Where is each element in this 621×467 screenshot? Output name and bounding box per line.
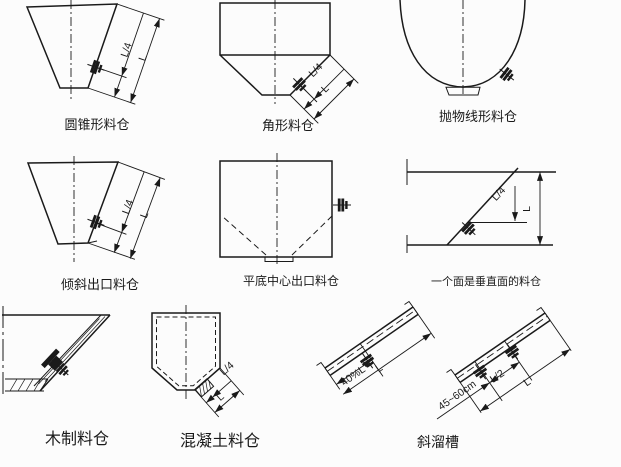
vertical-face-hopper-diagram: L/4 L 一个面是垂直面的料仓 — [406, 159, 556, 288]
dimension-line-L4-upper — [313, 68, 345, 100]
chute-caption: 斜溜槽 — [417, 434, 459, 450]
vibrator-icon — [495, 63, 519, 86]
dimension-line-L4-lower — [113, 232, 123, 253]
outlet-lip — [87, 240, 98, 244]
vibrator-icon — [332, 198, 352, 212]
inclined-outlet-hopper-diagram: L/4 L 倾斜出口料仓 — [26, 156, 166, 292]
angular-caption: 角形料仓 — [262, 118, 314, 133]
outlet-tray — [264, 257, 294, 262]
dimension-line-L4-upper — [121, 171, 145, 233]
chute-flanges — [446, 306, 546, 376]
dim-label-spacing: L/2 — [488, 367, 507, 385]
inclined-caption: 倾斜出口料仓 — [61, 277, 139, 292]
concrete-hopper-diagram: L/4 L 混凝土料仓 — [151, 305, 260, 450]
outlet — [445, 86, 481, 96]
vibrator-icon — [84, 212, 108, 233]
dimension-line-L4-lower — [303, 98, 315, 110]
dimension-line-L — [130, 18, 161, 103]
dim-label-length: L — [214, 391, 226, 404]
inclined-wall — [446, 167, 519, 246]
vibrator-cap — [62, 369, 69, 376]
chute-right: L/2 L 45~60cm — [436, 306, 572, 420]
dimension-line-L — [479, 348, 571, 412]
dim-label-length: L — [319, 82, 332, 95]
concrete-caption: 混凝土料仓 — [180, 432, 260, 450]
wall-thickness-inner-line — [156, 316, 216, 387]
bottom-wall-hatch — [9, 378, 42, 392]
vertical-face-caption: 一个面是垂直面的料仓 — [431, 274, 541, 288]
chute-end-caps — [324, 306, 419, 376]
mounting-plate — [41, 348, 60, 369]
cone-caption: 圆锥形料仓 — [64, 117, 129, 132]
vibrator-icon — [84, 57, 108, 77]
dim-label-quarter: L/4 — [119, 41, 135, 59]
dim-label-length: L — [138, 210, 151, 220]
cone-hopper-outline — [25, 3, 119, 89]
vibrator-bar — [55, 362, 66, 373]
flat-bottom-outline — [219, 160, 333, 258]
inclined-dimension-lines: L/4 L — [87, 161, 166, 260]
horizontal-walls — [407, 171, 556, 246]
dim-label-quarter: L/4 — [489, 184, 508, 203]
chute-left: 40%L L — [316, 300, 436, 395]
vibrator-with-bracket-icon — [41, 348, 69, 376]
dimension-line-L4-lower — [205, 394, 215, 404]
dim-label-quarter: L/4 — [306, 61, 325, 80]
dim-label-length: L — [521, 206, 533, 212]
angular-hopper-diagram: L/4 L 角形料仓 — [219, 0, 359, 133]
concrete-dimension-lines: L/4 L — [194, 359, 245, 418]
flat-bottom-caption: 平底中心出口料仓 — [243, 273, 339, 288]
dimension-line-L — [313, 78, 355, 120]
dim-label-quarter: L/4 — [120, 198, 136, 216]
inclined-wall-outer — [39, 314, 111, 392]
angular-dimension-lines: L/4 L — [289, 54, 359, 124]
inclined-chute-diagram: 40%L L L/2 L 45~60cm 斜溜槽 — [316, 300, 572, 450]
chute-inner-dashed — [457, 315, 548, 379]
dimension-line-L4-upper — [121, 12, 144, 77]
parabolic-hopper-diagram: 抛物线形料仓 — [399, 0, 526, 124]
vibrator-bar — [58, 365, 68, 376]
wooden-caption: 木制料仓 — [45, 430, 109, 448]
dim-label-length: L — [137, 53, 150, 63]
dimension-line-L — [342, 332, 432, 395]
dim-label-end-distance: 45~60cm — [436, 378, 479, 413]
dim-label-length: L — [373, 362, 385, 375]
dimension-line-L — [214, 390, 241, 413]
dimension-line-L — [129, 177, 161, 259]
inclined-hopper-outline — [26, 161, 120, 245]
flat-bottom-hopper-diagram: 平底中心出口料仓 — [219, 153, 352, 288]
chute-body-lines — [324, 306, 419, 377]
parabolic-caption: 抛物线形料仓 — [439, 109, 517, 124]
inclined-wall-inner — [33, 314, 102, 387]
vibrator-block-hatch — [199, 380, 211, 397]
chute-flanges — [316, 300, 414, 369]
cone-hopper-diagram: L/4 L 圆锥形料仓 — [25, 0, 165, 132]
dimension-line-L4-lower — [114, 75, 123, 98]
dim-label-length: L — [521, 376, 533, 389]
wooden-hopper-diagram: 木制料仓 — [2, 306, 111, 448]
wood-grain-hatch — [38, 316, 106, 385]
